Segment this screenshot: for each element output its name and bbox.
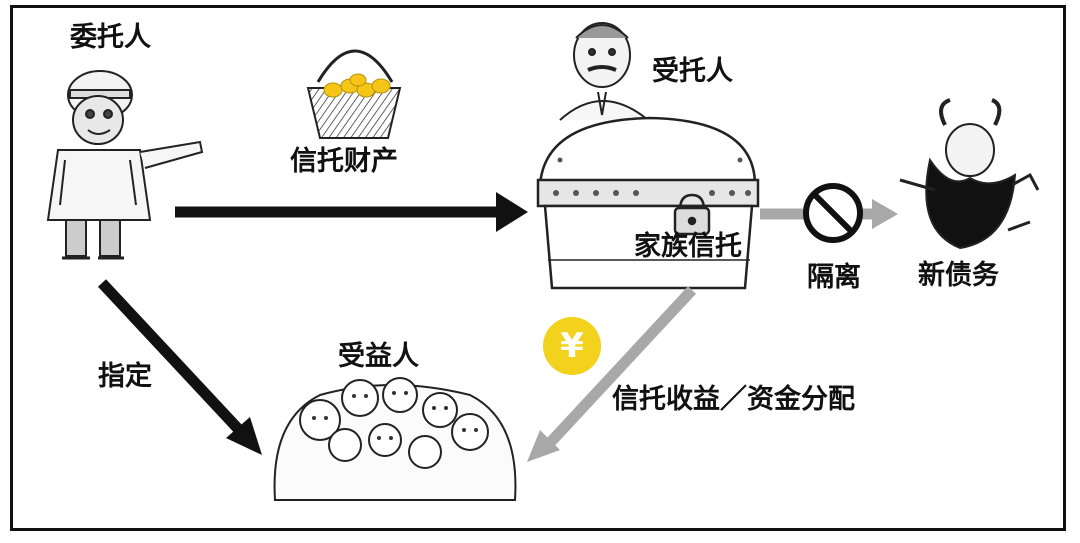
- beneficiary-label: 受益人: [338, 341, 419, 372]
- designate-arrow: [97, 279, 262, 455]
- no-entry-icon: [803, 183, 863, 243]
- distribution-arrow: [527, 286, 697, 462]
- trust-property-label: 信托财产: [290, 146, 398, 177]
- designate-label: 指定: [98, 361, 152, 392]
- income-distribution-label: 信托收益／资金分配: [612, 384, 855, 415]
- transfer-arrow: [175, 192, 528, 232]
- yen-coin-icon: ¥: [543, 317, 601, 375]
- beneficiary-monkeys-icon: [273, 377, 517, 501]
- family-trust-label: 家族信托: [634, 231, 742, 262]
- settlor-figure-icon: [46, 70, 204, 260]
- trustee-label: 受托人: [652, 56, 733, 87]
- debt-creature-icon: [899, 98, 1040, 250]
- basket-of-gold-icon: [306, 49, 402, 139]
- isolation-label: 隔离: [807, 262, 861, 293]
- padlock-icon: [673, 193, 711, 236]
- trustee-figure-icon: [559, 22, 649, 121]
- settlor-label: 委托人: [70, 22, 151, 53]
- treasure-chest-icon: [536, 116, 760, 290]
- yen-symbol: ¥: [560, 326, 584, 366]
- new-debt-label: 新债务: [918, 260, 999, 291]
